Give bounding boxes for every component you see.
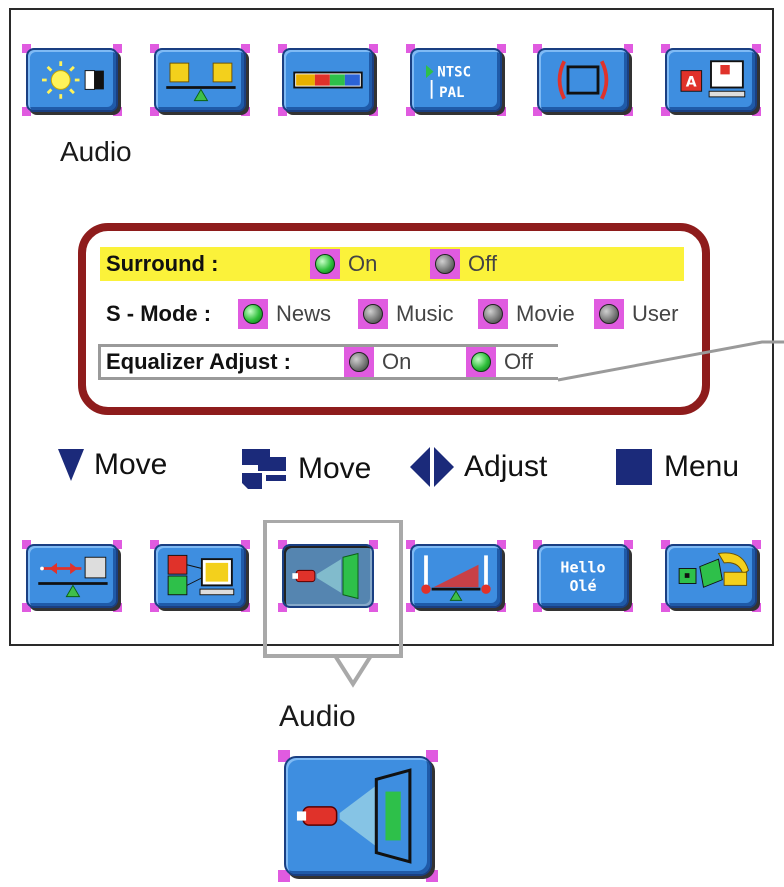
radio-unselected-icon (594, 299, 624, 329)
callout-pointer (332, 654, 374, 688)
balance-icon-button[interactable] (150, 44, 250, 116)
balance-arrow-button[interactable] (22, 540, 122, 612)
radio-selected-icon (310, 249, 340, 279)
tab-move-icon (242, 449, 286, 489)
ntsc-pal-icon: NTSC PAL (426, 64, 471, 101)
s-mode-label: S - Mode : (106, 301, 212, 326)
radio-unselected-icon (358, 299, 388, 329)
equalizer-label: Equalizer Adjust : (106, 349, 291, 374)
triangle-down-icon (58, 449, 84, 481)
hello-text: Hello (560, 558, 605, 576)
s-mode-user-option[interactable]: User (594, 299, 678, 329)
caption-monitor-button[interactable]: A (661, 44, 761, 116)
monitor-input-button[interactable] (150, 540, 250, 612)
menu-title: Audio (60, 136, 132, 167)
surround-row[interactable]: Surround : On Off (100, 247, 684, 281)
temperature-icon (421, 555, 491, 601)
surround-on-option[interactable]: On (310, 249, 377, 279)
surround-label: Surround : (106, 251, 219, 276)
wrench-tool-icon (678, 552, 750, 588)
callout-label: Audio (279, 700, 356, 733)
surround-off-option[interactable]: Off (430, 249, 497, 279)
equalizer-on-option[interactable]: On (344, 347, 411, 377)
ole-text: Olé (569, 577, 596, 595)
adjust-arrows-icon (410, 447, 454, 487)
tool-button[interactable] (661, 540, 761, 612)
caption-monitor-icon: A (680, 60, 746, 98)
radio-unselected-icon (478, 299, 508, 329)
radio-unselected-icon (344, 347, 374, 377)
monitor-input-icon (167, 554, 235, 596)
color-bar-icon-button[interactable] (278, 44, 378, 116)
ntsc-pal-button[interactable]: NTSC PAL (406, 44, 506, 116)
s-mode-news-option[interactable]: News (238, 299, 331, 329)
audio-icon-large (278, 750, 438, 882)
svg-text:A: A (686, 75, 697, 91)
screen-size-button[interactable] (533, 44, 633, 116)
screen-size-icon (557, 60, 609, 100)
audio-speaker-icon (292, 552, 359, 600)
audio-button-selected[interactable] (278, 540, 378, 612)
color-bar-icon (293, 71, 363, 89)
hello-ole-button[interactable]: Hello Olé (533, 540, 633, 612)
equalizer-selection-frame (98, 344, 558, 380)
balance-arrow-icon (38, 556, 108, 598)
radio-selected-icon (466, 347, 496, 377)
radio-selected-icon (238, 299, 268, 329)
s-mode-movie-option[interactable]: Movie (478, 299, 575, 329)
balance-scale-icon (166, 62, 236, 102)
nav-hint-menu: Menu (614, 447, 739, 487)
picture-icon (42, 61, 104, 99)
s-mode-row[interactable]: S - Mode : News Music Movie User (100, 297, 700, 331)
radio-unselected-icon (430, 249, 460, 279)
equalizer-off-option[interactable]: Off (466, 347, 533, 377)
ntsc-text: NTSC (437, 64, 471, 80)
s-mode-music-option[interactable]: Music (358, 299, 453, 329)
nav-hint-move-tab: Move (240, 447, 371, 491)
picture-icon-button[interactable] (22, 44, 122, 116)
hello-ole-icon: Hello Olé (560, 558, 605, 595)
nav-hint-adjust: Adjust (410, 447, 547, 487)
pal-text: PAL (439, 85, 464, 101)
equalizer-row[interactable]: Equalizer Adjust : On Off (100, 345, 700, 379)
nav-hint-move-down: Move (58, 447, 167, 483)
audio-speaker-large-icon (296, 768, 412, 864)
menu-square-icon (616, 449, 652, 485)
temperature-button[interactable] (406, 540, 506, 612)
equalizer-pointer-line (557, 340, 784, 382)
